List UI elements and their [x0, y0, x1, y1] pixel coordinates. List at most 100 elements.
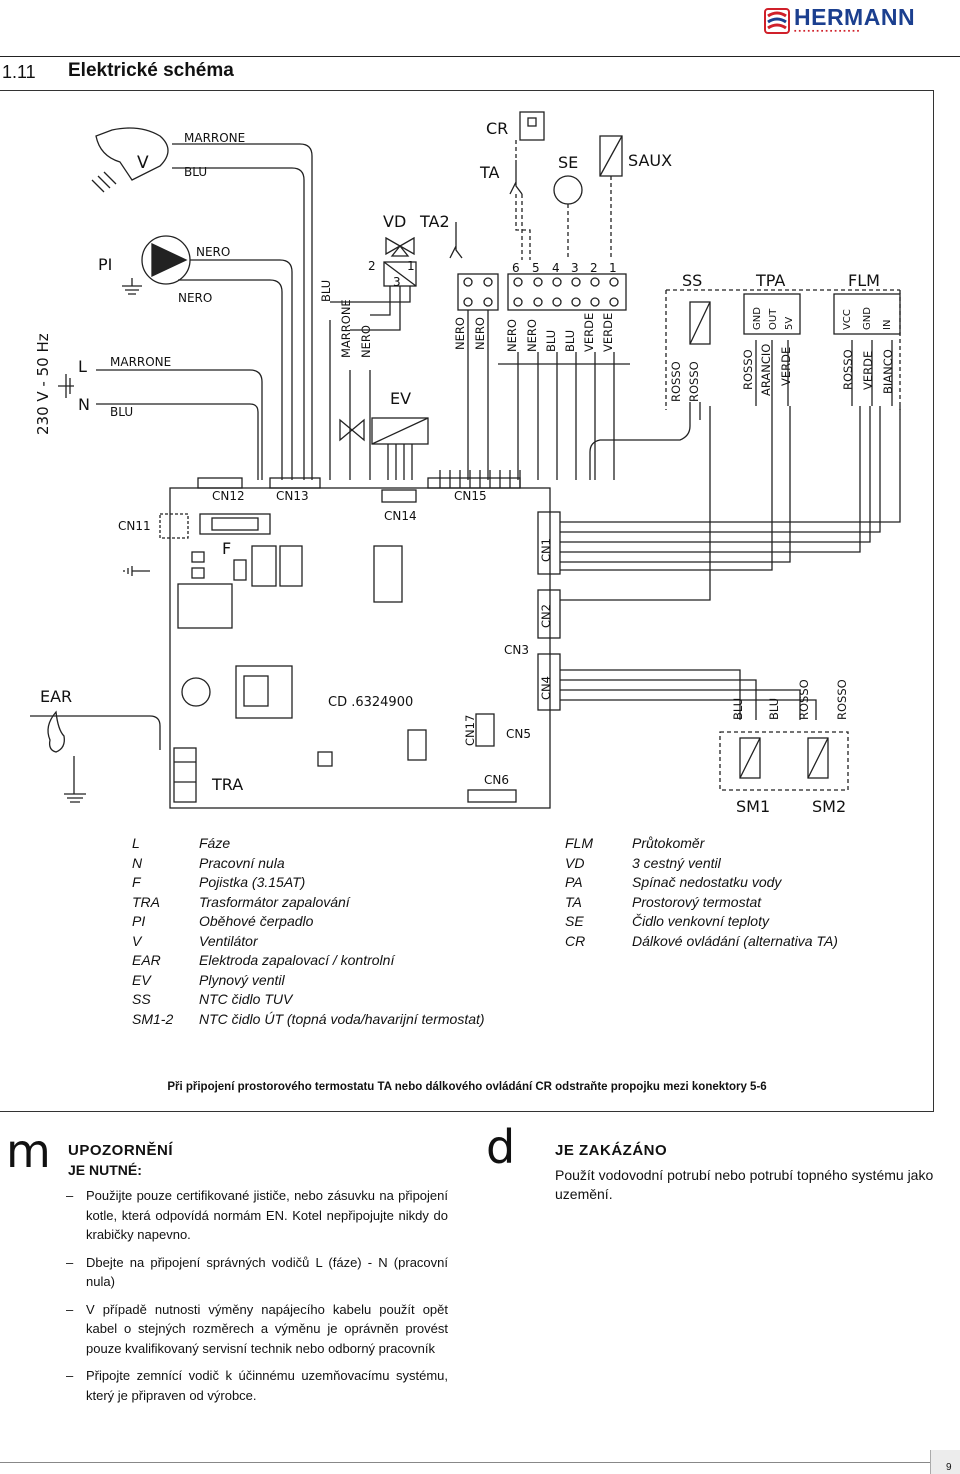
outdoor-sensor-icon — [553, 175, 583, 205]
connector-cn6 — [467, 789, 517, 803]
pump-pi-icon — [122, 235, 191, 295]
svg-text:NERO: NERO — [505, 319, 519, 352]
forbidden-title: JE ZAKÁZÁNO — [555, 1142, 668, 1159]
terminal-strip: 6 5 4 3 2 1 — [457, 261, 627, 311]
connector-cn12 — [197, 477, 243, 489]
svg-text:V: V — [137, 153, 149, 173]
svg-text:1: 1 — [407, 259, 415, 273]
gas-valve-icon — [339, 417, 429, 445]
label-ta2: TA2 — [419, 212, 450, 231]
svg-text:ROSSO: ROSSO — [687, 361, 701, 402]
diagram-frame — [0, 90, 934, 1112]
svg-text:CN3: CN3 — [504, 643, 529, 657]
svg-text:CN12: CN12 — [212, 489, 245, 503]
svg-text:ROSSO: ROSSO — [797, 679, 811, 720]
connector-cn14 — [381, 489, 417, 503]
svg-text:VERDE: VERDE — [582, 313, 596, 352]
label-saux: SAUX — [628, 151, 672, 170]
svg-text:1: 1 — [609, 261, 617, 275]
brand-logo-icon — [764, 8, 790, 34]
svg-text:OUT: OUT — [768, 308, 779, 330]
svg-text:4: 4 — [552, 261, 560, 275]
three-way-valve-icon — [383, 236, 417, 287]
svg-text:CN4: CN4 — [539, 676, 553, 700]
sm1-sensor-icon — [739, 737, 761, 779]
svg-text:CN14: CN14 — [384, 509, 417, 523]
svg-text:BLU: BLU — [767, 698, 781, 720]
label-se: SE — [558, 153, 578, 172]
label-l: L — [78, 357, 87, 376]
label-sm2: SM2 — [812, 797, 846, 816]
remote-cr-icon — [519, 111, 545, 141]
svg-text:BLU: BLU — [319, 280, 333, 302]
svg-text:VERDE: VERDE — [601, 313, 615, 352]
fan-v-icon: V — [91, 127, 169, 193]
page-number: 9 — [946, 1462, 952, 1473]
label-ta: TA — [479, 163, 500, 182]
section-divider — [0, 56, 960, 57]
list-item: –Dbejte na připojení správných vodičů L … — [66, 1254, 448, 1290]
dhw-ntc-sensor-icon — [689, 301, 711, 345]
label-ss: SS — [682, 271, 702, 290]
label-flm: FLM — [848, 271, 880, 290]
svg-text:IN: IN — [882, 320, 893, 330]
control-board — [169, 487, 551, 809]
forbidden-text: Použít vodovodní potrubí nebo potrubí to… — [555, 1167, 934, 1202]
footer-line — [0, 1462, 960, 1463]
label-tra: TRA — [211, 775, 243, 794]
svg-text:6: 6 — [512, 261, 520, 275]
label-sm1: SM1 — [736, 797, 770, 816]
svg-text:CN11: CN11 — [118, 519, 151, 533]
label-pi: PI — [98, 255, 112, 274]
label-cr: CR — [486, 119, 508, 138]
brand-tagline: ▪▪▪▪▪▪▪▪▪▪▪▪▪▪▪ — [794, 28, 862, 35]
svg-text:CN17: CN17 — [463, 715, 477, 746]
svg-text:VERDE: VERDE — [779, 347, 793, 386]
svg-text:VERDE: VERDE — [861, 351, 875, 390]
warning-icon: m — [6, 1124, 51, 1178]
fuse-icon — [199, 513, 271, 535]
svg-text:5V: 5V — [784, 317, 795, 330]
svg-text:GND: GND — [752, 307, 763, 330]
label-vd: VD — [383, 212, 406, 231]
page-tab — [930, 1450, 960, 1474]
wire-label-pump-top: NERO — [196, 245, 230, 259]
svg-text:3: 3 — [393, 275, 401, 289]
connector-cn15 — [427, 477, 521, 489]
wire-label-fan-bottom: BLU — [184, 165, 207, 179]
label-ev: EV — [390, 389, 411, 408]
brand-logo: HERMANN ▪▪▪▪▪▪▪▪▪▪▪▪▪▪▪ — [764, 4, 924, 38]
svg-text:3: 3 — [571, 261, 579, 275]
svg-text:CN2: CN2 — [539, 604, 553, 628]
ignition-electrode-icon — [30, 710, 161, 803]
svg-text:CN1: CN1 — [539, 538, 553, 562]
board-code: CD .6324900 — [328, 695, 413, 710]
svg-text:GND: GND — [862, 307, 873, 330]
section-number: 1.11 — [2, 62, 36, 82]
svg-text:ROSSO: ROSSO — [669, 361, 683, 402]
svg-text:5: 5 — [532, 261, 540, 275]
svg-text:NERO: NERO — [473, 317, 487, 350]
svg-text:BLU: BLU — [563, 330, 577, 352]
svg-text:ROSSO: ROSSO — [835, 679, 849, 720]
svg-text:BLU: BLU — [731, 698, 745, 720]
svg-text:BIANCO: BIANCO — [881, 349, 895, 394]
warning-list: –Použijte pouze certifikované jističe, n… — [66, 1186, 448, 1413]
supply-label: 230 V - 50 Hz — [34, 333, 52, 435]
water-pressure-switch-icon — [743, 293, 801, 335]
svg-text:NERO: NERO — [359, 325, 373, 358]
list-item: –Použijte pouze certifikované jističe, n… — [66, 1188, 448, 1242]
wire-label-fan-top: MARRONE — [184, 131, 245, 145]
forbidden-icon: d — [486, 1120, 516, 1174]
wire-label-blu: BLU — [110, 405, 133, 419]
list-item: –V případě nutnosti výměny napájecího ka… — [66, 1301, 448, 1356]
wiring-diagram: 230 V - 50 Hz L N MARRONE BLU V MARRONE … — [30, 111, 901, 816]
svg-text:CN5: CN5 — [506, 727, 531, 741]
svg-text:NERO: NERO — [453, 317, 467, 350]
sm2-sensor-icon — [807, 737, 829, 779]
svg-text:2: 2 — [368, 259, 376, 273]
page-header: HERMANN ▪▪▪▪▪▪▪▪▪▪▪▪▪▪▪ — [0, 0, 960, 48]
connector-cn5-socket — [475, 713, 495, 747]
svg-text:CN6: CN6 — [484, 773, 509, 787]
svg-text:2: 2 — [590, 261, 598, 275]
